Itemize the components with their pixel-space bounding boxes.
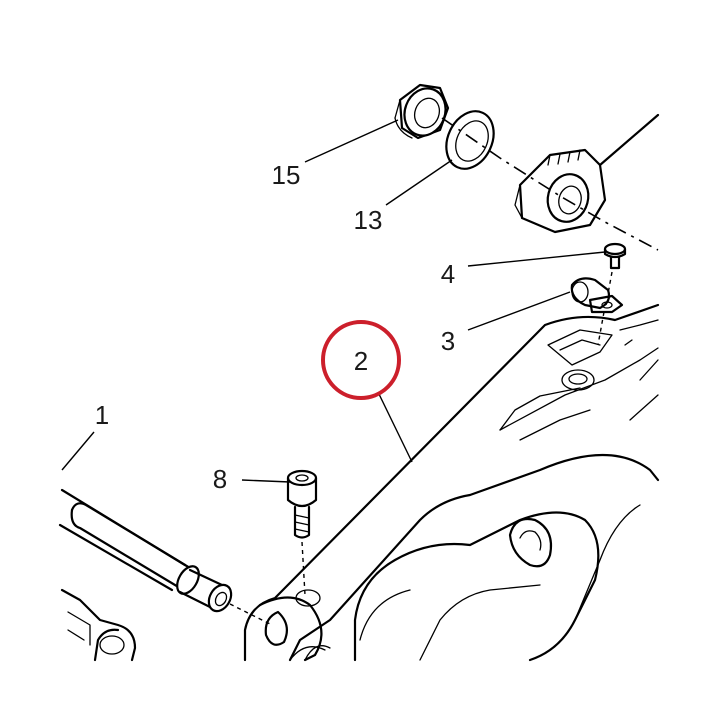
leader-13 [385, 159, 453, 206]
cable-clip [570, 277, 624, 346]
callout-15: 15 [272, 160, 301, 190]
callout-labels: 15 13 4 3 2 8 1 [95, 160, 455, 494]
callout-13: 13 [354, 205, 383, 235]
bottom-left-casting [60, 588, 137, 662]
socket-bolt [286, 469, 318, 596]
callout-1: 1 [95, 400, 109, 430]
assembly-axis-line [441, 117, 659, 251]
callout-8: 8 [213, 464, 227, 494]
chain-adjuster-block [514, 113, 660, 234]
callout-2: 2 [354, 346, 368, 376]
swingarm-frame [243, 303, 660, 662]
leader-3 [467, 291, 571, 331]
leader-1 [61, 431, 95, 471]
washer [445, 110, 495, 170]
leader-4 [467, 251, 606, 267]
pivot-shaft [58, 488, 273, 626]
highlight-circle [321, 320, 401, 400]
leader-8 [241, 479, 291, 483]
leader-15 [304, 119, 399, 163]
callout-4: 4 [441, 259, 455, 289]
callout-3: 3 [441, 326, 455, 356]
leader-2 [377, 391, 413, 463]
leader-lines [61, 119, 606, 483]
flange-nut [394, 83, 450, 140]
